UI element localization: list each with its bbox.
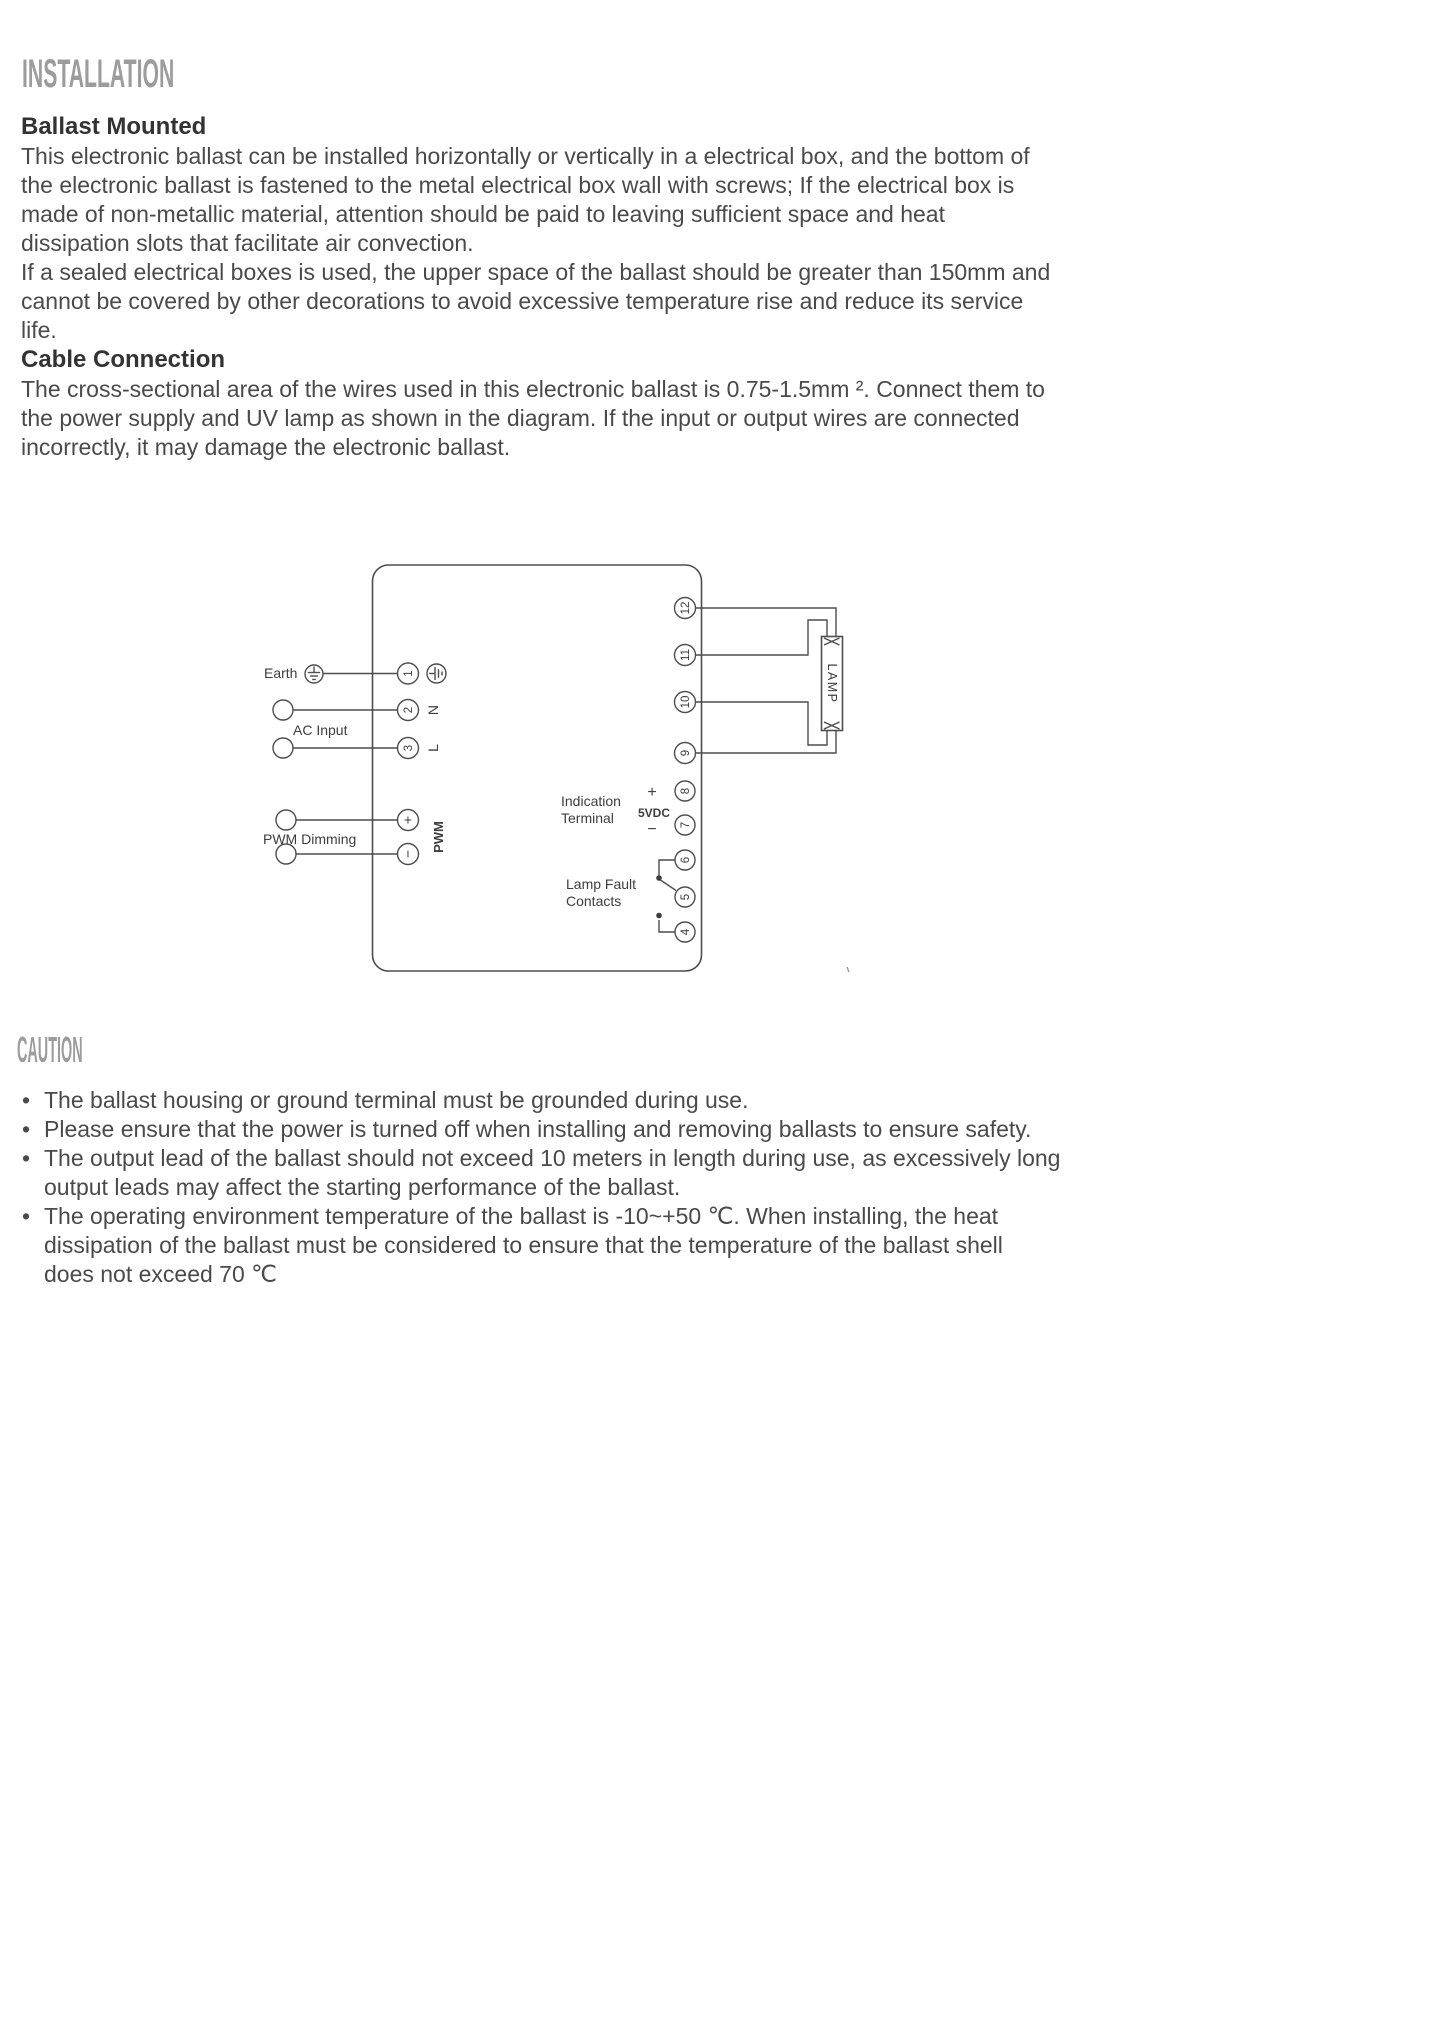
lamp-fault-label-line2: Contacts: [566, 893, 621, 909]
pwm-source-1: [275, 809, 297, 831]
terminal-9: 9: [673, 741, 697, 765]
terminal-7: 7: [674, 814, 696, 836]
terminal-8: 8: [674, 780, 696, 802]
terminal-10: 10: [673, 690, 697, 714]
lamp-wire-11: [695, 619, 828, 656]
fault-contact-wire-6: [658, 859, 675, 876]
ballast-box: [371, 564, 703, 972]
svg-text:+: +: [404, 812, 412, 828]
section-heading-cable-connection: Cable Connection: [21, 346, 226, 373]
print-artifact: [846, 966, 850, 973]
terminal-4: 4: [674, 921, 696, 943]
bullet-marker: •: [22, 1145, 31, 1171]
caution-item: • Please ensure that the power is turned…: [22, 1115, 1060, 1144]
ac-input-source-1: [272, 699, 294, 721]
vdc-label: 5VDC: [638, 806, 670, 820]
terminal-pwm-minus: −: [396, 842, 420, 866]
bullet-marker: •: [22, 1116, 31, 1142]
svg-text:11: 11: [680, 649, 692, 661]
lamp-fault-label-line1: Lamp Fault: [566, 876, 636, 892]
lamp-pin-top: [823, 637, 840, 646]
paragraph-cable-connection: The cross-sectional area of the wires us…: [21, 376, 1045, 460]
lamp-pin-bottom: [823, 721, 840, 730]
terminal-3: 3: [396, 736, 420, 760]
paragraph-ballast-mounted-1: This electronic ballast can be installed…: [21, 143, 1030, 256]
caution-item: • The output lead of the ballast should …: [22, 1144, 1060, 1202]
lamp-label: LAMP: [825, 663, 839, 703]
svg-text:3: 3: [403, 745, 415, 751]
paragraph-ballast-mounted-2: If a sealed electrical boxes is used, th…: [21, 259, 1051, 343]
indication-minus-sign: −: [647, 821, 656, 838]
pwm-label: PWM: [431, 821, 446, 853]
terminal-6: 6: [674, 849, 696, 871]
earth-label: Earth: [264, 665, 297, 681]
terminal-12: 12: [673, 596, 697, 620]
svg-text:6: 6: [680, 857, 692, 863]
internal-ground-icon: [426, 663, 447, 684]
svg-text:2: 2: [403, 707, 415, 713]
svg-text:9: 9: [680, 750, 692, 756]
switch-contact-dot-1: [656, 875, 662, 881]
ac-input-label: AC Input: [293, 722, 348, 738]
lamp-wire-10: [695, 701, 828, 746]
caution-item-text: The ballast housing or ground terminal m…: [44, 1087, 749, 1113]
indication-label-line1: Indication: [561, 793, 621, 809]
page-title-caution: CAUTION: [17, 1029, 83, 1070]
installation-text-block: Ballast Mounted This electronic ballast …: [21, 112, 1050, 462]
svg-text:7: 7: [680, 822, 692, 828]
terminal-5: 5: [674, 886, 696, 908]
caution-item-text: The output lead of the ballast should no…: [44, 1145, 1061, 1200]
lamp: LAMP: [820, 635, 844, 732]
caution-item-text: Please ensure that the power is turned o…: [44, 1116, 1032, 1142]
neutral-label: N: [425, 705, 441, 715]
terminal-11: 11: [673, 643, 697, 667]
caution-list: • The ballast housing or ground terminal…: [22, 1086, 1060, 1289]
caution-item: • The operating environment temperature …: [22, 1202, 1060, 1289]
pwm-dimming-label: PWM Dimming: [263, 831, 356, 847]
svg-text:4: 4: [680, 928, 692, 935]
svg-text:8: 8: [680, 788, 692, 794]
terminal-2: 2: [396, 698, 420, 722]
svg-text:5: 5: [680, 894, 692, 900]
indication-label-line2: Terminal: [561, 810, 614, 826]
fault-contact-wire-4: [658, 920, 675, 933]
live-label: L: [425, 744, 441, 752]
terminal-pwm-plus: +: [396, 808, 420, 832]
caution-item: • The ballast housing or ground terminal…: [22, 1086, 1060, 1115]
svg-text:−: −: [400, 850, 416, 858]
switch-blade: [660, 879, 677, 892]
wiring-diagram: Earth 1 2 N AC Input: [263, 564, 850, 973]
bullet-marker: •: [22, 1203, 31, 1229]
earth-ground-icon: [304, 664, 324, 684]
svg-text:12: 12: [680, 602, 692, 615]
caution-item-text: The operating environment temperature of…: [44, 1203, 1003, 1287]
section-heading-ballast-mounted: Ballast Mounted: [21, 113, 207, 140]
svg-text:1: 1: [403, 670, 415, 676]
bullet-marker: •: [22, 1087, 31, 1113]
svg-text:10: 10: [680, 696, 692, 709]
lamp-wire-9: [695, 731, 837, 754]
page-title-installation: INSTALLATION: [22, 52, 175, 96]
switch-contact-dot-2: [656, 912, 662, 919]
pwm-source-2: [275, 843, 297, 865]
terminal-1: 1: [396, 662, 420, 685]
indication-plus-sign: +: [647, 784, 656, 801]
lamp-wire-12: [695, 607, 837, 636]
ac-input-source-2: [272, 737, 294, 759]
